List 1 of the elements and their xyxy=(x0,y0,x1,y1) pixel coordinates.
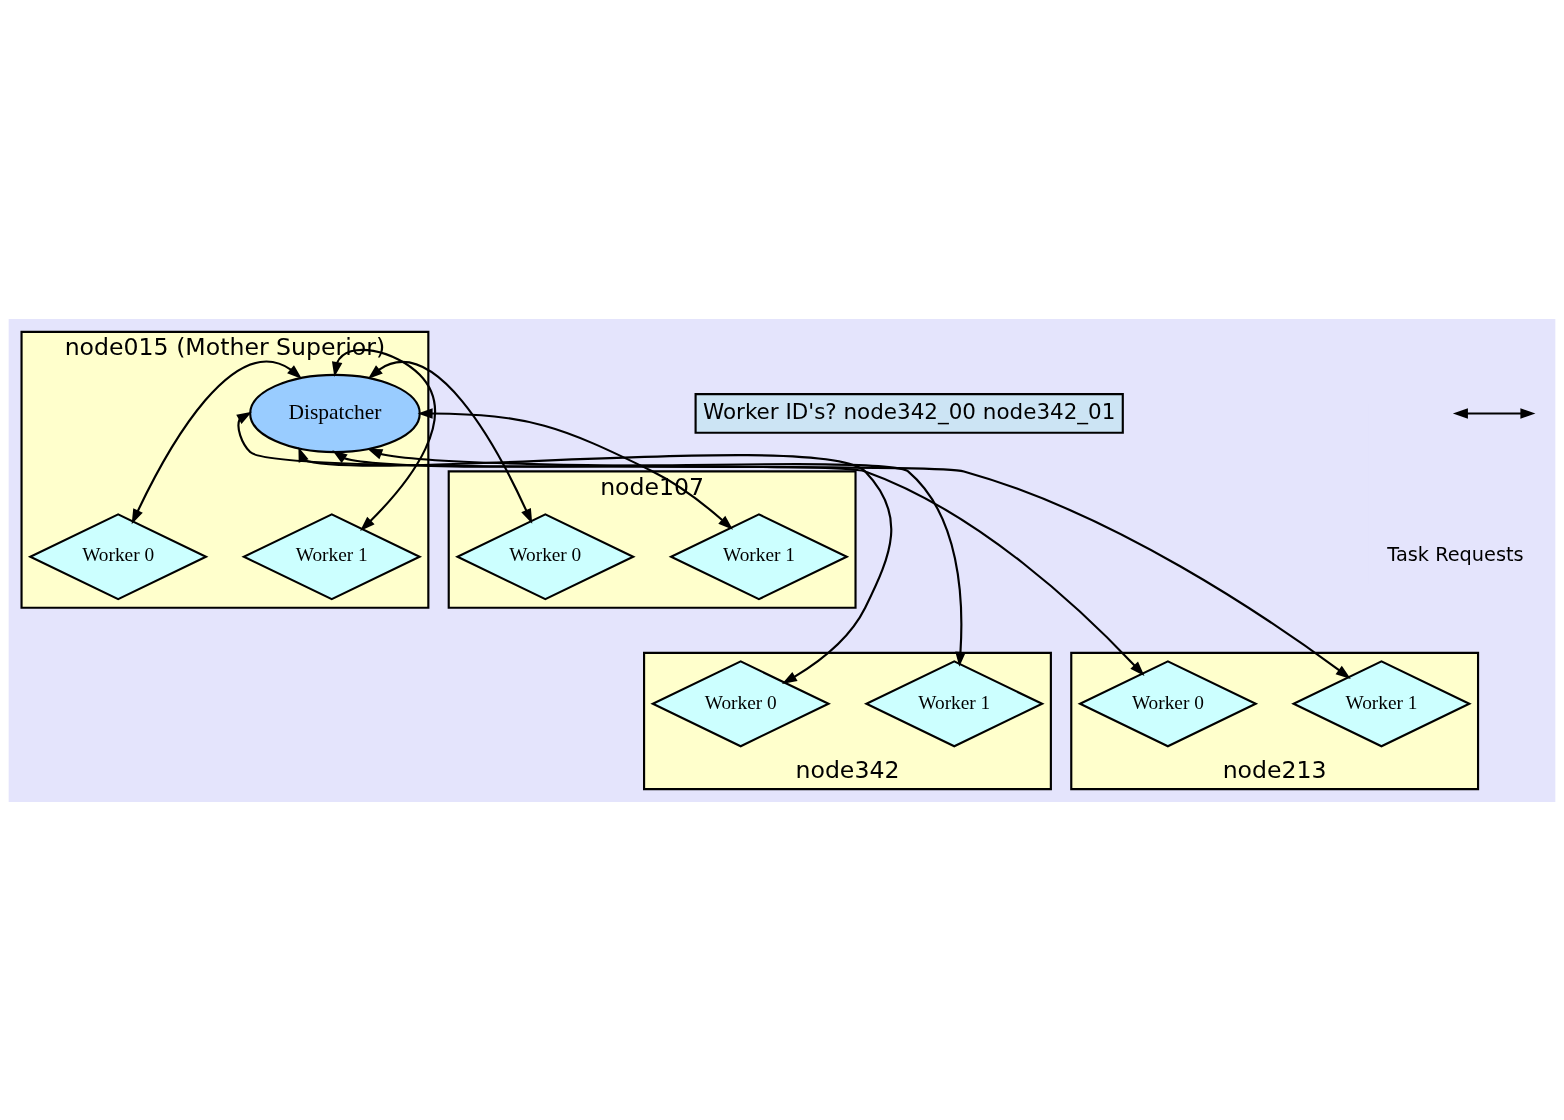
legend-label: Task Requests xyxy=(1387,542,1524,566)
